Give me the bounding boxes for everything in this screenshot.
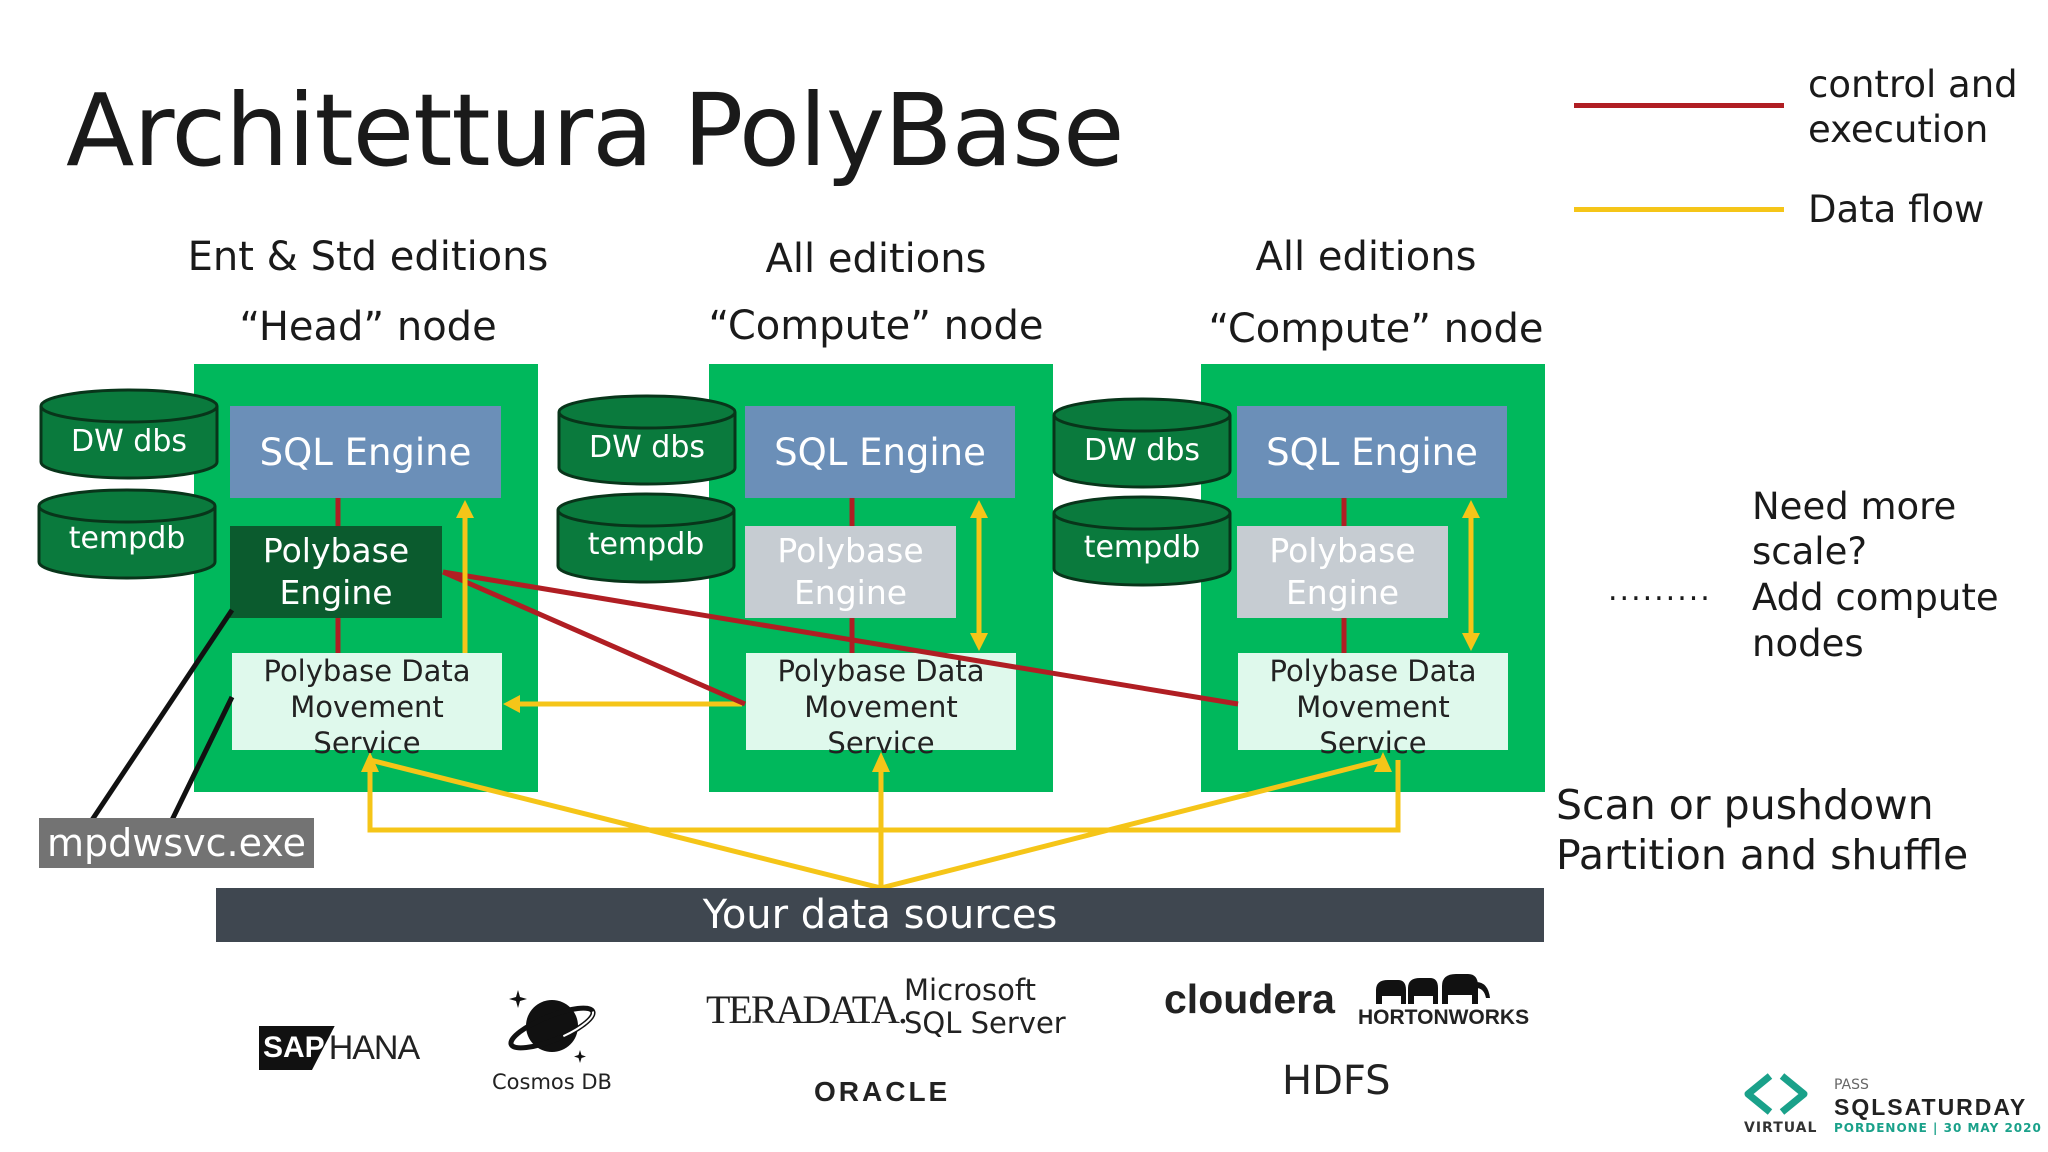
event-pass-label: PASS [1834,1077,1869,1093]
tempdb-label-compute-1: tempdb [587,527,705,562]
dms-head-line2: Movement [290,690,444,724]
pushdown-note-1: Scan or pushdown [1556,781,1934,829]
hana-text: HANA [328,1028,420,1067]
event-sqlsaturday-label: SQLSATURDAY [1834,1094,2028,1120]
oracle-logo: ORACLE [814,1076,951,1107]
dms-compute-2-line2: Movement [1296,690,1450,724]
dms-compute-2-line3: Service [1319,726,1427,760]
legend-control-line [1574,103,1784,108]
microsoft-label: Microsoft [904,973,1036,1007]
dw-dbs-label-compute-2: DW dbs [1083,433,1200,468]
sap-hana-logo: SAP HANA [259,1026,420,1070]
exe-label: mpdwsvc.exe [39,818,315,868]
polybase-engine-head: Polybase Engine [230,526,442,618]
sap-logo-mark: SAP [259,1026,335,1070]
cosmos-db-label: Cosmos DB [492,1070,612,1094]
event-location-date: PORDENONE | 30 MAY 2020 [1834,1121,2042,1135]
dw-dbs-label-head: DW dbs [70,424,187,459]
tempdb-label-head: tempdb [68,521,186,556]
polybase-engine-compute-2-line1: Polybase [1269,531,1416,570]
dms-compute-2: Polybase Data Movement Service [1238,653,1508,760]
legend-control-label-1: control and [1808,63,2018,106]
pushdown-note-2: Partition and shuffle [1556,831,1969,879]
sql-engine-compute-1: SQL Engine [745,406,1015,498]
legend-dataflow-line [1574,207,1784,212]
legend-control-label-2: execution [1808,108,1989,151]
sql-engine-head: SQL Engine [230,406,501,498]
polybase-engine-compute-1-line1: Polybase [777,531,924,570]
teradata-logo: TERADATA. [706,987,908,1032]
node-edition-head: Ent & Std editions [187,234,549,280]
dms-head-line3: Service [313,726,421,760]
dms-head-line1: Polybase Data [263,654,471,688]
node-role-head: “Head” node [239,304,497,350]
event-virtual-label: VIRTUAL [1744,1120,1818,1136]
dms-compute-1: Polybase Data Movement Service [746,653,1016,760]
scale-note-4: nodes [1752,622,1864,665]
polybase-engine-compute-1-line2: Engine [793,573,908,612]
dms-head: Polybase Data Movement Service [232,653,502,760]
scale-note-2: scale? [1752,530,1867,573]
polybase-engine-compute-2: Polybase Engine [1237,526,1448,618]
polybase-engine-head-line2: Engine [279,573,393,612]
hortonworks-elephants-icon [1376,974,1490,1004]
polybase-engine-head-line1: Polybase [262,531,410,570]
dms-compute-2-line1: Polybase Data [1269,654,1477,688]
node-role-compute-2: “Compute” node [1208,306,1544,352]
ellipsis-text: ......... [1608,573,1712,608]
tempdb-label-compute-2: tempdb [1083,530,1201,565]
sqlsaturday-logo-icon [1744,1073,1808,1115]
sql-server-label: SQL Server [904,1006,1066,1040]
dms-compute-1-line1: Polybase Data [777,654,985,688]
node-role-compute-1: “Compute” node [708,303,1044,349]
sql-engine-compute-2: SQL Engine [1237,406,1507,498]
scale-note-3: Add compute [1752,576,1999,619]
hdfs-label: HDFS [1282,1058,1391,1104]
polybase-engine-compute-1: Polybase Engine [745,526,956,618]
node-edition-compute-1: All editions [765,236,987,282]
legend-dataflow-label: Data flow [1808,188,1985,231]
data-sources-bar: Your data sources [216,888,1544,942]
node-edition-compute-2: All editions [1255,234,1477,280]
dms-compute-1-line2: Movement [804,690,958,724]
dms-compute-1-line3: Service [827,726,935,760]
dw-dbs-label-compute-1: DW dbs [588,430,705,465]
hortonworks-label: HORTONWORKS [1358,1006,1530,1029]
polybase-engine-compute-2-line2: Engine [1285,573,1400,612]
cloudera-logo: cloudera [1164,976,1335,1022]
cosmos-db-icon [508,990,596,1063]
page-title: Architettura PolyBase [66,72,1125,189]
scale-note-1: Need more [1752,485,1957,528]
